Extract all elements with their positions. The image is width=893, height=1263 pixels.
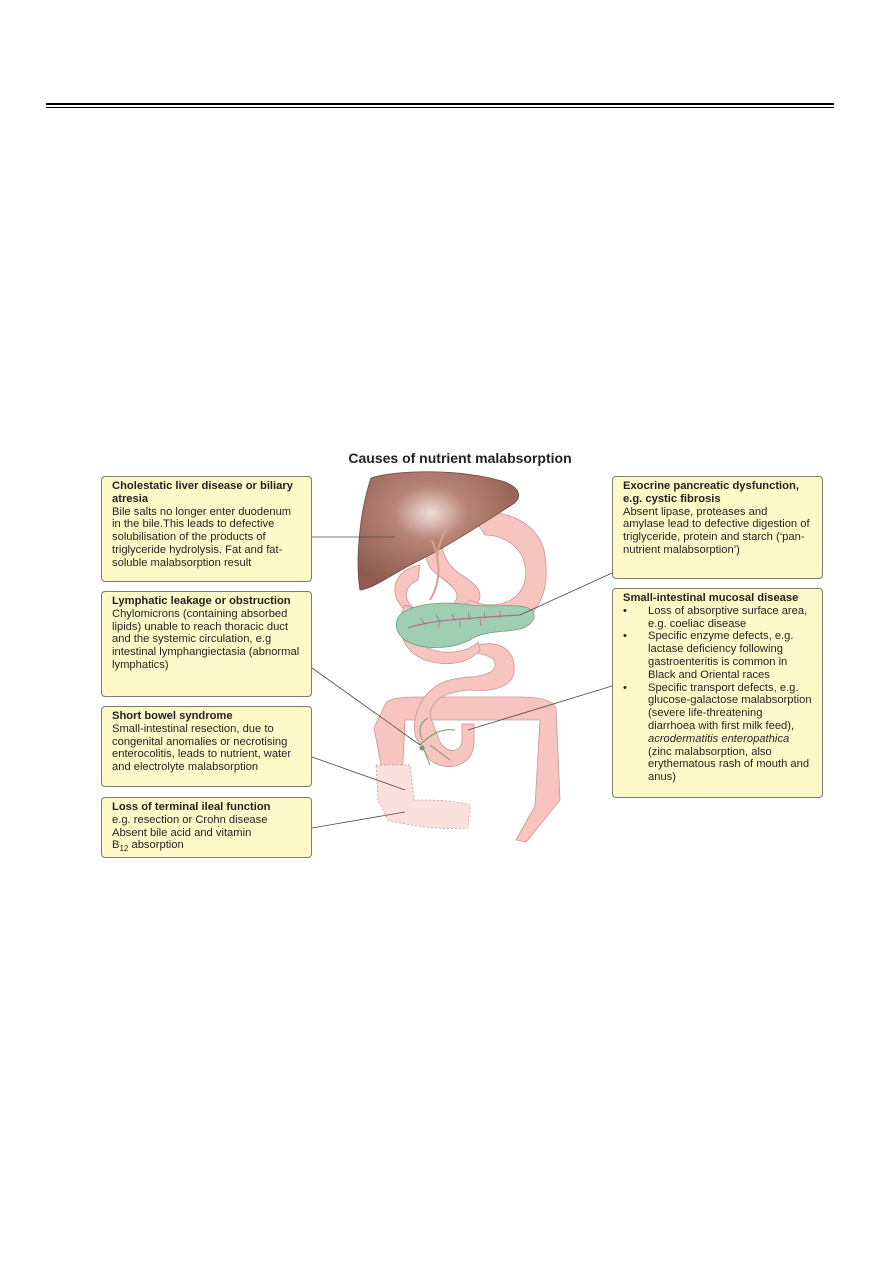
- box-lymphatic: Lymphatic leakage or obstruction Chylomi…: [101, 591, 312, 697]
- mucosal-bullet: Loss of absorptive surface area, e.g. co…: [623, 605, 812, 631]
- bullet3-text-b: (zinc malabsorption, also erythematous r…: [648, 745, 810, 784]
- box-short-bowel: Short bowel syndrome Small-intestinal re…: [101, 706, 312, 787]
- lymphatic-heading: Lymphatic leakage or obstruction: [112, 595, 291, 607]
- lymphatic-body: Chylomicrons (containing absorbed lipids…: [112, 607, 300, 671]
- b12-prefix: B: [112, 839, 120, 852]
- cholestatic-body: Bile salts no longer enter duodenum in t…: [112, 505, 292, 569]
- ileal-heading: Loss of terminal ileal function: [112, 801, 271, 813]
- diagram-title: Causes of nutrient malabsorption: [348, 450, 572, 466]
- lymphatic-vessels: [419, 717, 456, 766]
- mucosal-bullet: Specific enzyme defects, e.g. lactase de…: [623, 630, 812, 681]
- resected-segment: [375, 764, 471, 829]
- small-intestine: [414, 643, 515, 767]
- mucosal-heading: Small-intestinal mucosal disease: [623, 592, 799, 604]
- box-mucosal: Small-intestinal mucosal disease Loss of…: [612, 588, 823, 798]
- bile-duct: [429, 529, 447, 601]
- box-cholestatic: Cholestatic liver disease or biliary atr…: [101, 476, 312, 582]
- b12-subscript: 12: [119, 844, 129, 854]
- mucosal-bullets: Loss of absorptive surface area, e.g. co…: [623, 605, 812, 784]
- ileal-b12-line: B12 absorption: [112, 839, 301, 856]
- b12-suffix: absorption: [128, 839, 184, 852]
- bullet3-italic: acrodermatitis enteropathica: [648, 732, 790, 745]
- liver: [357, 471, 519, 591]
- pancreas: [395, 602, 535, 648]
- colon: [373, 696, 561, 843]
- cholestatic-heading: Cholestatic liver disease or biliary atr…: [112, 480, 293, 505]
- top-rule: [46, 103, 834, 105]
- pancreatic-heading: Exocrine pancreatic dysfunction, e.g. cy…: [623, 480, 799, 505]
- short-bowel-heading: Short bowel syndrome: [112, 710, 233, 722]
- lymph-node: [419, 745, 425, 751]
- box-pancreatic: Exocrine pancreatic dysfunction, e.g. cy…: [612, 476, 823, 579]
- pancreatic-body: Absent lipase, proteases and amylase lea…: [623, 505, 810, 556]
- mucosal-bullet: Specific transport defects, e.g. glucose…: [623, 682, 812, 784]
- ileal-body-line2: Absent bile acid and vitamin: [112, 826, 252, 839]
- pancreatic-duct: [407, 614, 521, 629]
- ileal-body-line1: e.g. resection or Crohn disease: [112, 813, 268, 826]
- top-rule-thin: [46, 107, 834, 108]
- bullet3-text-a: Specific transport defects, e.g. glucose…: [648, 681, 812, 732]
- short-bowel-body: Small-intestinal resection, due to conge…: [112, 722, 292, 774]
- pointer-lines: [311, 536, 613, 829]
- box-ileal: Loss of terminal ileal function e.g. res…: [101, 797, 312, 858]
